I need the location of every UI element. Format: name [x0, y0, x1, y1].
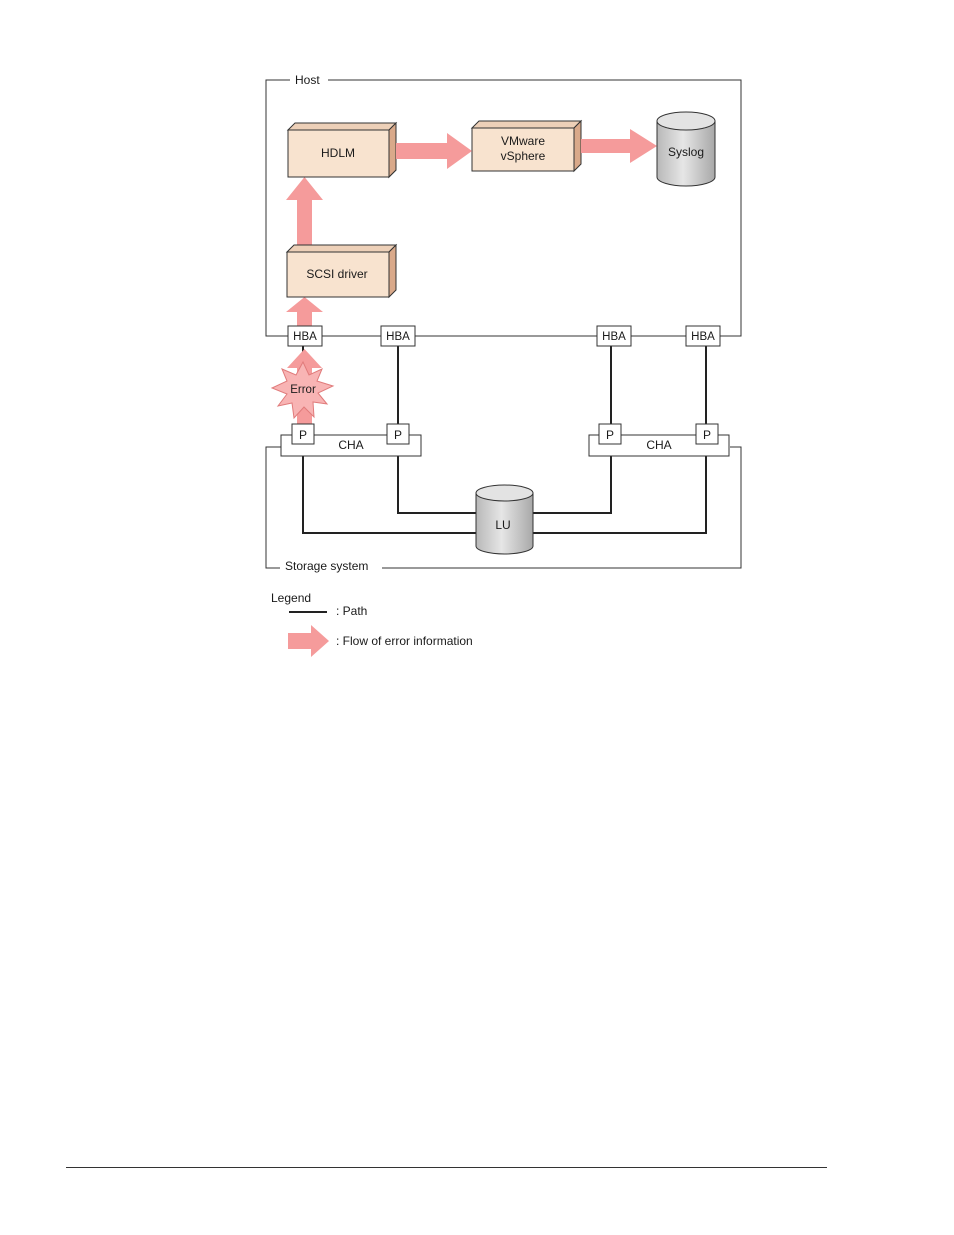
- svg-text:HBA: HBA: [386, 331, 410, 343]
- svg-text:CHA: CHA: [646, 438, 671, 452]
- hdlm-label: HDLM: [321, 146, 355, 160]
- legend-flow-label: : Flow of error information: [336, 634, 473, 648]
- hba-2: HBA: [381, 326, 415, 346]
- svg-text:P: P: [703, 428, 711, 442]
- port-3: P: [599, 424, 621, 444]
- legend: Legend : Path : Flow of error informatio…: [271, 591, 473, 657]
- flow-arrow-scsi-to-hdlm: [286, 177, 323, 245]
- syslog-label: Syslog: [668, 145, 704, 159]
- lu-label: LU: [495, 518, 510, 532]
- svg-text:HBA: HBA: [691, 331, 715, 343]
- lu-cylinder: LU: [476, 485, 533, 554]
- legend-path-label: : Path: [336, 604, 367, 618]
- hba-4: HBA: [686, 326, 720, 346]
- vmware-vsphere-box: VMware vSphere: [472, 121, 581, 171]
- port-2: P: [387, 424, 409, 444]
- flow-arrow-hdlm-to-vmware: [396, 133, 472, 169]
- port-4: P: [696, 424, 718, 444]
- scsi-driver-box: SCSI driver: [287, 245, 396, 297]
- storage-label: Storage system: [285, 559, 368, 573]
- vmware-label-line1: VMware: [501, 134, 545, 148]
- svg-text:P: P: [299, 428, 307, 442]
- syslog-cylinder: Syslog: [657, 112, 715, 186]
- vmware-label-line2: vSphere: [501, 149, 546, 163]
- svg-text:HBA: HBA: [602, 331, 626, 343]
- page-bottom-rule: [66, 1167, 827, 1168]
- host-label: Host: [295, 73, 320, 87]
- error-label: Error: [290, 384, 316, 396]
- hdlm-box: HDLM: [288, 123, 396, 177]
- legend-flow-arrow: [288, 625, 329, 657]
- svg-text:P: P: [606, 428, 614, 442]
- legend-title: Legend: [271, 591, 311, 605]
- path-2: [398, 345, 476, 513]
- hba-1: HBA: [288, 326, 322, 346]
- port-1: P: [292, 424, 314, 444]
- flow-arrow-vmware-to-syslog: [581, 129, 657, 163]
- scsi-driver-label: SCSI driver: [306, 267, 367, 281]
- flow-arrow-hba-to-scsi: [286, 297, 323, 326]
- svg-text:HBA: HBA: [293, 331, 317, 343]
- hba-3: HBA: [597, 326, 631, 346]
- svg-text:CHA: CHA: [338, 438, 363, 452]
- svg-text:P: P: [394, 428, 402, 442]
